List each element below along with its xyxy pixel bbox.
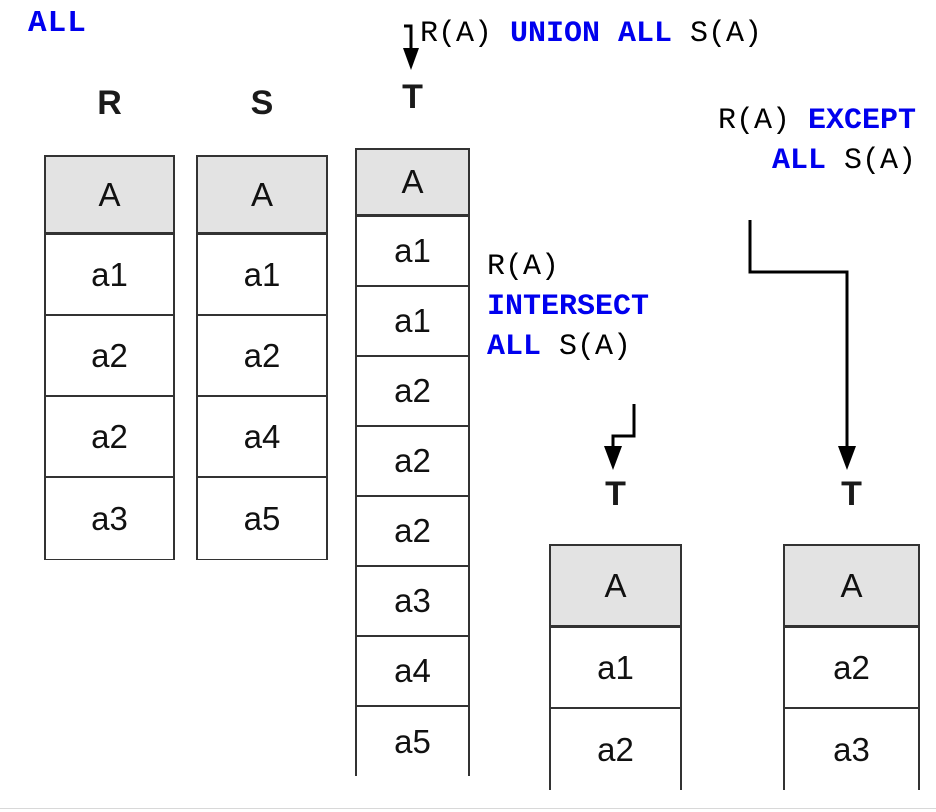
intersect-part-2: ALL: [487, 330, 542, 364]
except-line-2: ALL S(A): [596, 141, 916, 181]
arrow-intersect-all: [604, 404, 636, 470]
intersect-part-0: R(A): [487, 250, 560, 284]
table-column-header: A: [198, 157, 326, 235]
table-caption-t-except: T: [841, 475, 862, 513]
table-caption-s: S: [250, 84, 274, 122]
table-row: a1: [198, 235, 326, 316]
table-row: a5: [198, 478, 326, 559]
table-row: a1: [46, 235, 173, 316]
table-caption-t-intersect: T: [605, 475, 626, 513]
intersect-line-1: R(A): [487, 247, 757, 287]
except-part-3: S(A): [825, 144, 916, 178]
table-column-header: A: [785, 546, 918, 628]
table-row: a3: [785, 709, 918, 790]
intersect-line-2: INTERSECT: [487, 287, 757, 327]
table-row: a1: [357, 287, 468, 357]
table-row: a2: [357, 497, 468, 567]
table-row: a4: [198, 397, 326, 478]
expression-union-all: R(A) UNION ALL S(A): [420, 14, 762, 54]
except-line-1: R(A) EXCEPT: [596, 101, 916, 141]
table-row: a2: [357, 427, 468, 497]
arrow-except-all: [748, 220, 856, 470]
table-row: a2: [785, 628, 918, 709]
table-row: a2: [46, 316, 173, 397]
table-row: a2: [357, 357, 468, 427]
table-row: a5: [357, 707, 468, 777]
table-row: a1: [551, 628, 680, 709]
table-caption-r: R: [97, 84, 122, 122]
intersect-part-3: S(A): [541, 330, 632, 364]
union-part-0: R(A): [420, 17, 511, 51]
arrow-union-all: [403, 24, 419, 70]
table-row: a3: [357, 567, 468, 637]
except-part-2: ALL: [771, 144, 826, 178]
table-row: a1: [357, 217, 468, 287]
table-row: a4: [357, 637, 468, 707]
table-row: a3: [46, 478, 173, 559]
union-part-2: S(A): [672, 17, 763, 51]
except-part-0: R(A): [717, 104, 808, 138]
table-row: a2: [46, 397, 173, 478]
bottom-divider: [0, 808, 936, 809]
page-title: ALL: [28, 6, 87, 41]
table-column-header: A: [357, 150, 468, 217]
table-column-header: A: [46, 157, 173, 235]
intersect-line-3: ALL S(A): [487, 327, 757, 367]
table-column-header: A: [551, 546, 680, 628]
union-part-1: UNION ALL: [510, 17, 673, 51]
table-row: a2: [551, 709, 680, 790]
table-caption-t-union: T: [402, 78, 423, 116]
except-part-1: EXCEPT: [807, 104, 916, 138]
intersect-part-1: INTERSECT: [487, 290, 650, 324]
table-row: a2: [198, 316, 326, 397]
